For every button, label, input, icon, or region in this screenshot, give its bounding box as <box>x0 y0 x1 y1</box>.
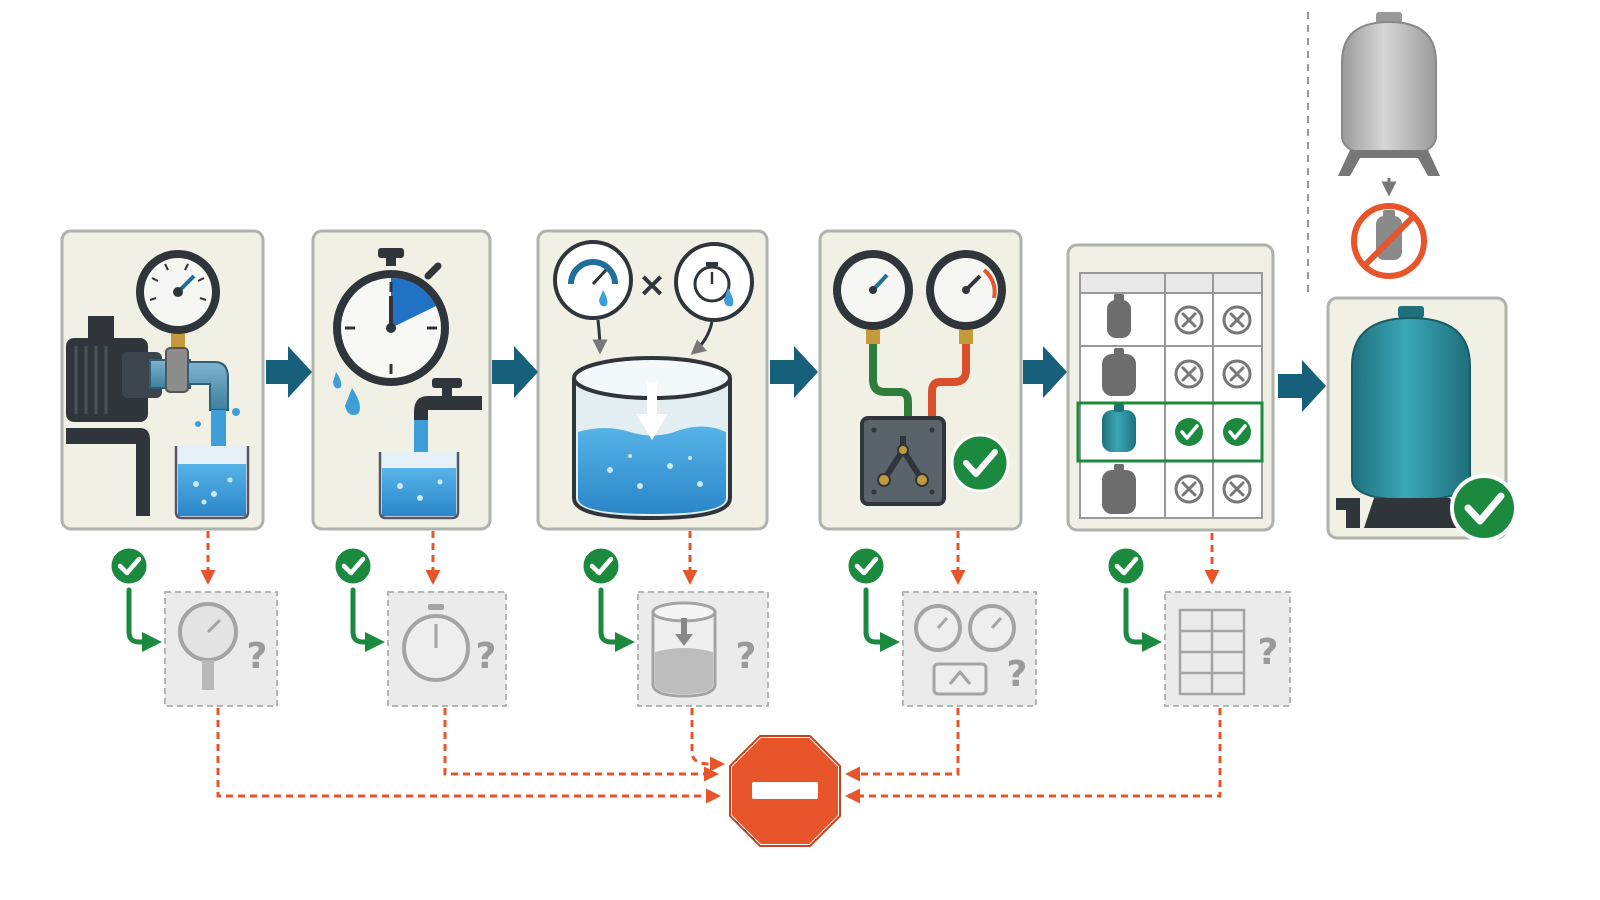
pressure-tank-icon <box>1336 306 1471 528</box>
dual-gauge-icon <box>914 604 1016 696</box>
step-panel-pump-flow <box>60 229 265 531</box>
ghost-marker: ? <box>736 636 757 677</box>
stop-sign-icon <box>728 734 842 848</box>
step-panel-size-table <box>1066 243 1275 532</box>
tank-size-table-icon <box>1076 272 1264 519</box>
failure-paths <box>200 531 1222 804</box>
flow-arrow-icon <box>266 346 312 398</box>
tank-volume-icon: × <box>553 240 754 521</box>
pressure-switch-gauges-icon <box>833 250 1006 506</box>
ghost-marker: ? <box>247 636 268 677</box>
ghost-box: ? <box>387 591 507 707</box>
ghost-box: ? <box>902 591 1037 707</box>
ghost-box: ? <box>1164 591 1291 707</box>
check-icon <box>580 545 622 587</box>
check-icon <box>332 545 374 587</box>
rejected-tank-group <box>1338 12 1440 279</box>
pump-faucet-beaker-icon <box>66 250 250 520</box>
flow-arrows <box>266 346 1326 412</box>
operator-symbol: × <box>638 265 667 305</box>
check-icon <box>1450 474 1518 542</box>
check-icon <box>845 545 887 587</box>
ghost-marker: ? <box>1007 654 1028 695</box>
gauge-icon <box>178 602 238 690</box>
check-icon <box>950 433 1010 493</box>
flow-arrow-icon <box>492 346 538 398</box>
result-panel <box>1326 296 1518 542</box>
flow-arrow-icon <box>1023 346 1067 398</box>
table-icon <box>1178 608 1246 696</box>
step-panel-pressure-switch <box>818 229 1023 531</box>
ghost-box: ? <box>164 591 278 707</box>
small-tank-icon <box>1338 12 1440 176</box>
flow-arrow-icon <box>770 346 818 398</box>
tank-icon <box>651 601 717 698</box>
success-paths <box>126 587 1162 652</box>
no-icon <box>1351 203 1427 279</box>
check-icon <box>1105 545 1147 587</box>
step-panel-drawdown-volume: × <box>536 229 769 531</box>
ghost-box: ? <box>637 591 769 707</box>
check-icon <box>108 545 150 587</box>
ghost-alternatives: ? ? ? <box>164 591 1291 707</box>
flow-arrow-icon <box>1278 360 1326 412</box>
ghost-marker: ? <box>476 636 497 677</box>
ghost-marker: ? <box>1258 632 1279 673</box>
step-panel-timed-draw <box>311 229 492 531</box>
stopwatch-faucet-icon <box>333 248 482 520</box>
step-checks <box>108 545 1147 587</box>
stopwatch-icon <box>402 604 470 682</box>
